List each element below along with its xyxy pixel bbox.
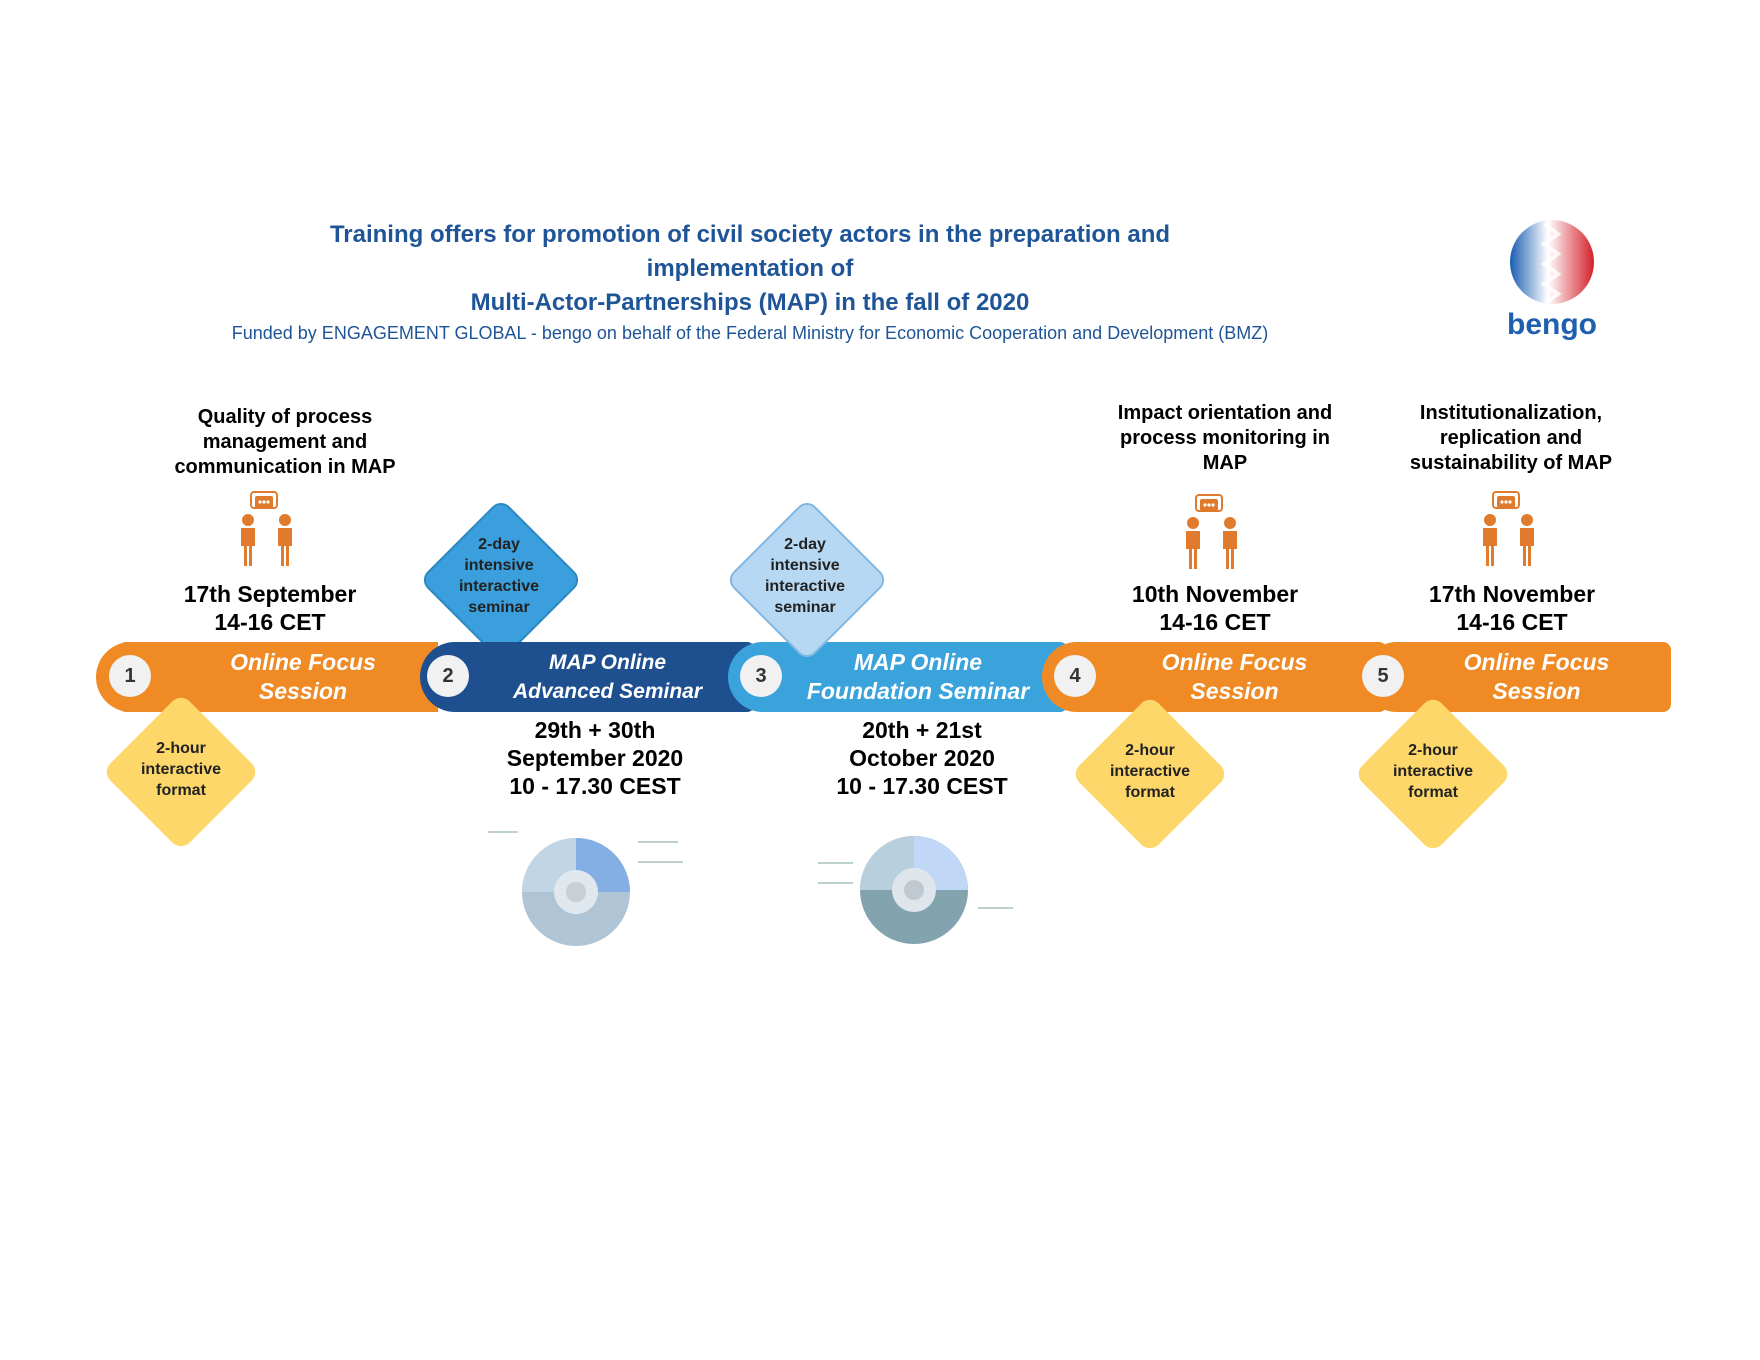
topic-line: Impact orientation and bbox=[1117, 402, 1333, 424]
spiral-shell-diagram-icon bbox=[488, 831, 683, 946]
format-text-session-2: 2-day intensive interactive seminar bbox=[439, 534, 559, 618]
format-text-session-1: 2-hour interactive format bbox=[121, 738, 241, 801]
format-line: format bbox=[1125, 784, 1175, 801]
topic-line: management and bbox=[202, 431, 368, 453]
date-line: October 2020 bbox=[849, 745, 995, 771]
topic-line: Institutionalization, bbox=[1419, 402, 1603, 424]
segment-label: Online Focus bbox=[230, 649, 376, 675]
format-text-session-3: 2-day intensive interactive seminar bbox=[745, 534, 865, 618]
format-line: 2-day bbox=[784, 536, 826, 553]
timeline-segment-1[interactable]: Online Focus Session bbox=[118, 642, 438, 712]
logo-text: bengo bbox=[1507, 308, 1597, 341]
format-line: seminar bbox=[774, 599, 836, 616]
segment-label: Foundation Seminar bbox=[806, 678, 1030, 704]
format-line: intensive bbox=[770, 557, 840, 574]
format-line: format bbox=[156, 782, 206, 799]
date-line: 10 - 17.30 CEST bbox=[836, 773, 1008, 799]
timeline-segment-3[interactable]: MAP Online Foundation Seminar bbox=[728, 642, 1068, 712]
timeline-segment-2[interactable]: MAP Online Advanced Seminar bbox=[420, 642, 755, 712]
topic-line: MAP bbox=[1202, 452, 1248, 474]
bengo-logo: bengo bbox=[1492, 216, 1612, 346]
step-number-4: 4 bbox=[1054, 655, 1096, 697]
format-line: intensive bbox=[464, 557, 534, 574]
step-number-5: 5 bbox=[1362, 655, 1404, 697]
two-people-speech-bubble-icon bbox=[1483, 491, 1534, 566]
segment-label: Advanced Seminar bbox=[512, 680, 703, 703]
title-line-2: Multi-Actor-Partnerships (MAP) in the fa… bbox=[470, 289, 1030, 316]
two-people-speech-bubble-icon bbox=[1186, 494, 1237, 569]
two-people-speech-bubble-icon bbox=[241, 491, 292, 566]
timeline-segment-4[interactable]: Online Focus Session bbox=[1042, 642, 1387, 712]
topic-line: sustainability of MAP bbox=[1409, 452, 1613, 474]
format-line: interactive bbox=[140, 761, 222, 778]
format-line: interactive bbox=[458, 578, 540, 595]
segment-label: Session bbox=[1492, 678, 1581, 704]
topic-session-5: Institutionalization, replication and su… bbox=[1376, 401, 1646, 476]
segment-label: Session bbox=[258, 678, 348, 704]
format-text-session-5: 2-hour interactive format bbox=[1373, 740, 1493, 803]
format-line: interactive bbox=[764, 578, 846, 595]
format-line: interactive bbox=[1109, 763, 1191, 780]
date-line: September 2020 bbox=[506, 745, 684, 771]
segment-label: Online Focus bbox=[1463, 649, 1610, 675]
topic-session-1: Quality of process management and commun… bbox=[150, 405, 420, 480]
date-session-2: 29th + 30th September 2020 10 - 17.30 CE… bbox=[465, 716, 725, 800]
format-text-session-4: 2-hour interactive format bbox=[1090, 740, 1210, 803]
format-line: 2-hour bbox=[156, 740, 206, 757]
segment-label: MAP Online bbox=[548, 651, 667, 674]
date-line: 29th + 30th bbox=[534, 717, 656, 743]
segment-label: MAP Online bbox=[853, 649, 983, 675]
title-line-1: Training offers for promotion of civil s… bbox=[329, 221, 1171, 282]
format-line: 2-day bbox=[478, 536, 520, 553]
date-line: 14-16 CET bbox=[1159, 609, 1271, 635]
format-line: format bbox=[1408, 784, 1458, 801]
funding-subtitle: Funded by ENGAGEMENT GLOBAL - bengo on b… bbox=[231, 323, 1269, 343]
step-number-1: 1 bbox=[109, 655, 151, 697]
date-line: 14-16 CET bbox=[214, 609, 326, 635]
date-line: 17th September bbox=[183, 581, 357, 607]
date-line: 10th November bbox=[1131, 581, 1299, 607]
segment-label: Online Focus bbox=[1161, 649, 1308, 675]
date-session-3: 20th + 21st October 2020 10 - 17.30 CEST bbox=[792, 716, 1052, 800]
topic-session-4: Impact orientation and process monitorin… bbox=[1090, 401, 1360, 476]
topic-line: replication and bbox=[1439, 427, 1583, 449]
topic-line: communication in MAP bbox=[174, 456, 396, 478]
date-line: 10 - 17.30 CEST bbox=[509, 773, 681, 799]
spiral-shell-diagram-icon bbox=[818, 836, 1013, 944]
topic-line: process monitoring in bbox=[1119, 427, 1331, 449]
date-line: 17th November bbox=[1428, 581, 1596, 607]
date-session-4: 10th November 14-16 CET bbox=[1085, 580, 1345, 636]
date-line: 20th + 21st bbox=[862, 717, 982, 743]
format-line: 2-hour bbox=[1125, 742, 1175, 759]
step-number-2: 2 bbox=[427, 655, 469, 697]
segment-label: Session bbox=[1190, 678, 1279, 704]
date-session-5: 17th November 14-16 CET bbox=[1382, 580, 1642, 636]
timeline-segment-5[interactable]: Online Focus Session bbox=[1362, 642, 1671, 712]
format-line: seminar bbox=[468, 599, 530, 616]
date-session-1: 17th September 14-16 CET bbox=[140, 580, 400, 636]
step-number-3: 3 bbox=[740, 655, 782, 697]
format-line: 2-hour bbox=[1408, 742, 1458, 759]
topic-line: Quality of process bbox=[197, 406, 373, 428]
bengo-logo-icon bbox=[1510, 220, 1594, 304]
date-line: 14-16 CET bbox=[1456, 609, 1568, 635]
page-title: Training offers for promotion of civil s… bbox=[250, 218, 1250, 320]
format-line: interactive bbox=[1392, 763, 1474, 780]
